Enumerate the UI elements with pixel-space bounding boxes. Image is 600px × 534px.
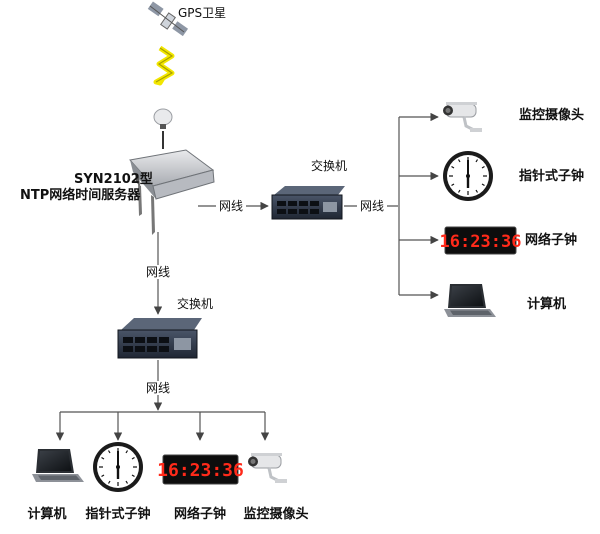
bottom-laptop-icon [32, 449, 84, 482]
right-device-label-3: 网络子钟 [525, 232, 577, 248]
right-analog-clock-icon [441, 149, 495, 203]
server-model: SYN2102型 [74, 171, 153, 187]
gps-antenna-icon [153, 108, 173, 129]
cable-label-bg [143, 265, 173, 279]
bottom-camera-icon [246, 451, 289, 485]
lightning-icon [153, 45, 175, 86]
cable-label-bg [216, 199, 246, 213]
satellite-label: GPS卫星 [178, 6, 226, 20]
right-laptop-icon [444, 284, 496, 317]
bottom-device-label-2: 指针式子钟 [85, 506, 150, 522]
bottom-device-label-3: 网络子钟 [174, 506, 226, 522]
right-digital-clock-icon: 16:23:36 [440, 226, 522, 255]
cable-label-bg [357, 199, 387, 213]
bottom-device-label-4: 监控摄像头 [243, 506, 308, 522]
cable-label-2: 网线 [360, 199, 384, 213]
cable-label-4: 网线 [146, 381, 170, 395]
bottom-digital-clock-icon: 16:23:36 [157, 454, 244, 485]
right-device-label-1: 监控摄像头 [519, 107, 584, 123]
bottom-digital-clock-display: 16:23:36 [157, 460, 244, 481]
right-switch-icon [271, 186, 345, 220]
right-digital-clock-display: 16:23:36 [440, 232, 522, 252]
bottom-switch-icon [117, 318, 202, 359]
right-switch-label: 交换机 [311, 158, 347, 173]
cable-label-1: 网线 [219, 199, 243, 213]
gps-satellite-icon [147, 1, 189, 37]
bottom-device-label-1: 计算机 [27, 506, 66, 522]
ntp-server-icon [129, 149, 215, 235]
server-name: NTP网络时间服务器 [20, 187, 141, 203]
bottom-switch-label: 交换机 [177, 296, 213, 311]
cable-label-3: 网线 [146, 265, 170, 279]
bottom-analog-clock-icon [91, 440, 145, 494]
cable-label-bg [143, 381, 173, 395]
right-device-label-2: 指针式子钟 [519, 168, 584, 184]
right-device-label-4: 计算机 [527, 296, 566, 312]
right-camera-icon [441, 100, 484, 134]
